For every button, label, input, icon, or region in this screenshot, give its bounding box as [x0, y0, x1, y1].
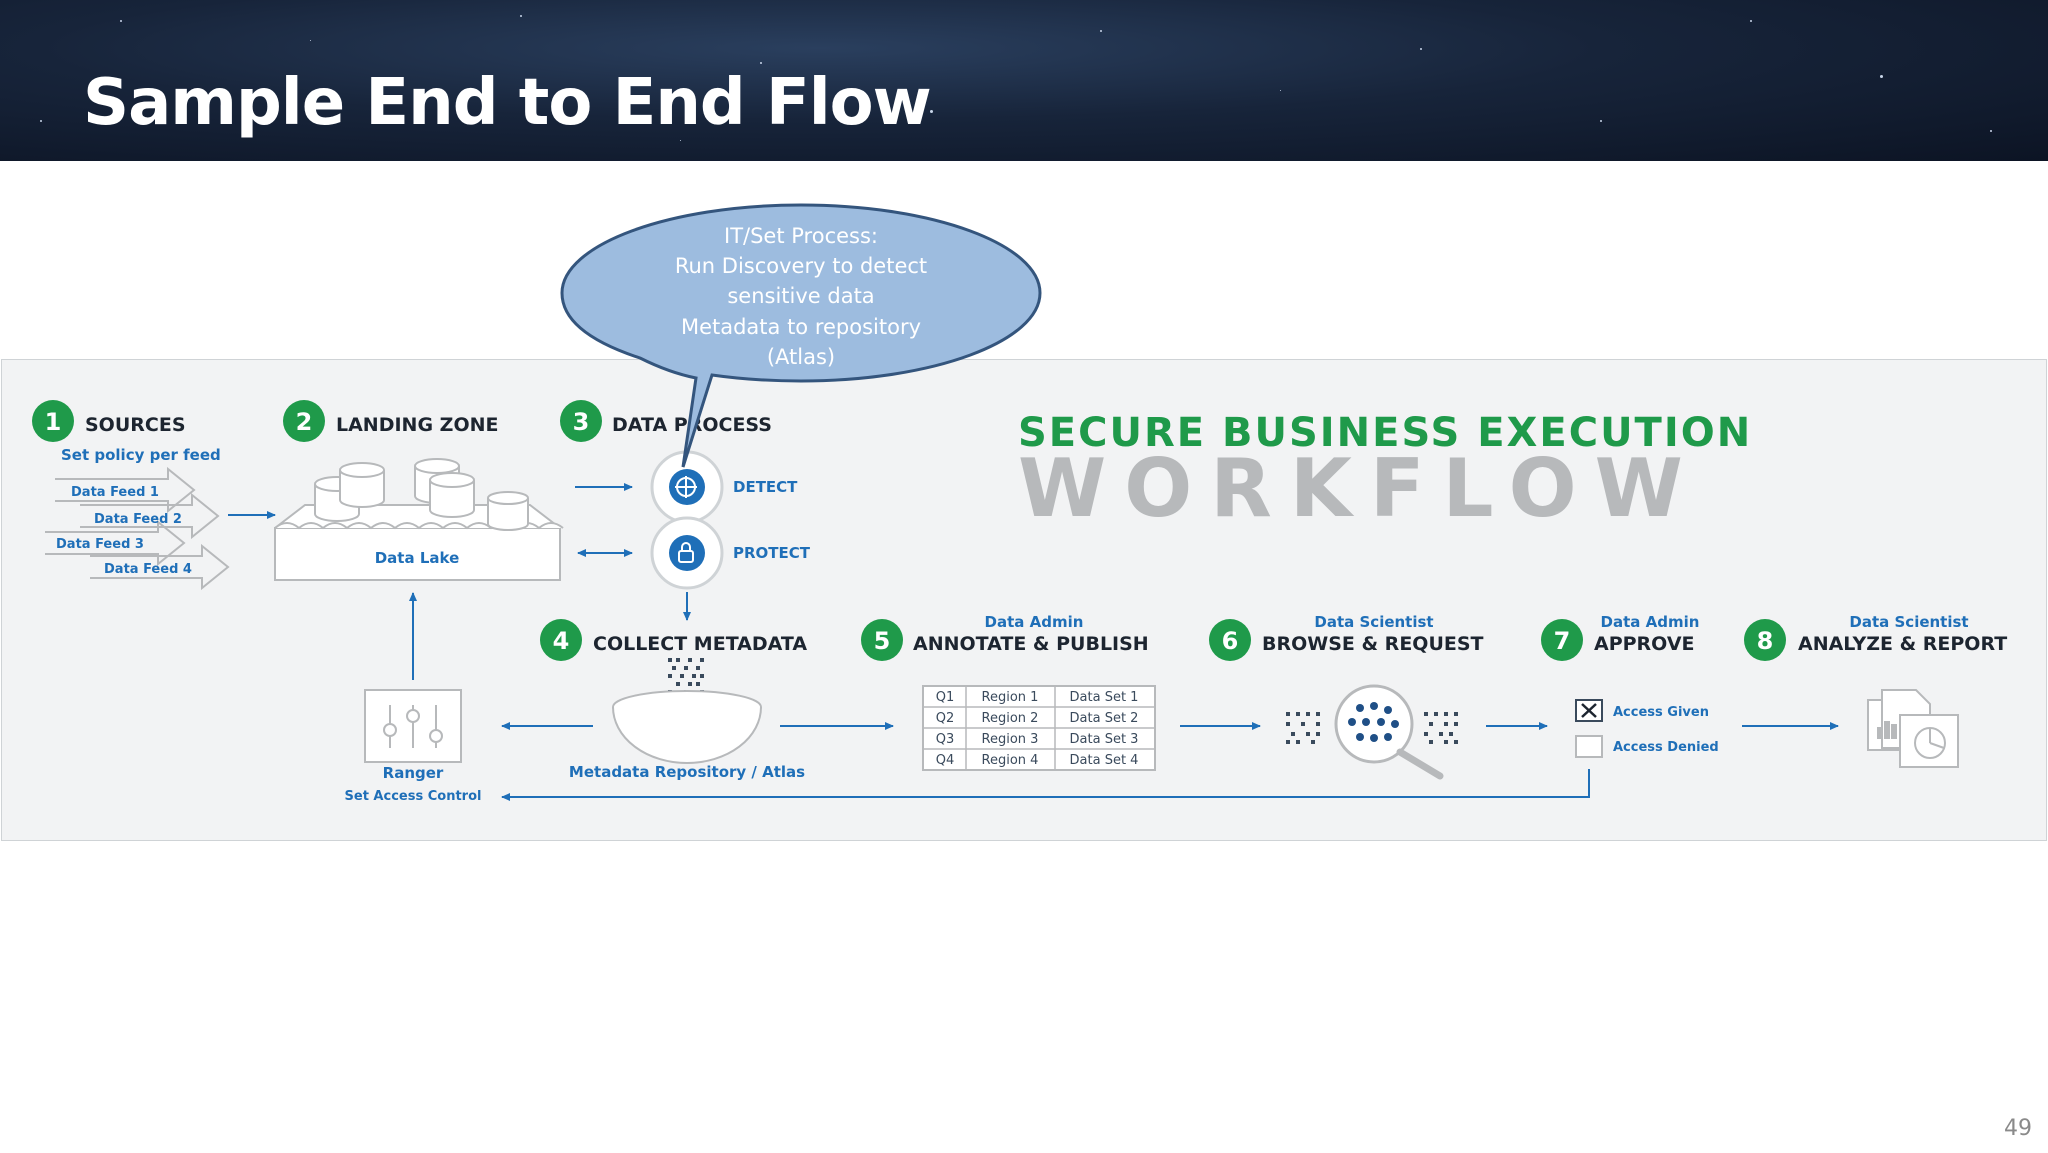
step-4: 4 COLLECT METADATA	[540, 619, 807, 661]
step-2-badge	[283, 400, 325, 442]
step-6-role: Data Scientist	[1314, 613, 1433, 631]
step-3-number: 3	[573, 408, 590, 436]
step-3: 3 DATA PROCESS	[560, 400, 772, 442]
table-cell: Data Set 3	[1070, 732, 1139, 747]
step-1: 1 SOURCES	[32, 400, 186, 442]
table-cell: Region 4	[982, 753, 1039, 768]
access-denied-label: Access Denied	[1613, 740, 1719, 755]
ranger-icon	[364, 689, 462, 763]
feed-label-1: Data Feed 1	[71, 485, 159, 500]
step-5: Data Admin 5 ANNOTATE & PUBLISH	[861, 613, 1149, 661]
table-cell: Q3	[936, 732, 955, 747]
data-lake-icon	[274, 458, 564, 581]
feed-arrow-2	[80, 492, 220, 540]
table-cell: Data Set 2	[1070, 711, 1139, 726]
step-7-role: Data Admin	[1601, 613, 1700, 631]
feed-label-2: Data Feed 2	[94, 512, 182, 527]
ranger-sublabel: Set Access Control	[345, 789, 482, 804]
access-denied-checkbox[interactable]	[1575, 735, 1603, 758]
step-2: 2 LANDING ZONE	[283, 400, 498, 442]
feed-label-4: Data Feed 4	[104, 562, 192, 577]
step-5-role: Data Admin	[985, 613, 1084, 631]
access-given-label: Access Given	[1613, 705, 1709, 720]
step-6-label: BROWSE & REQUEST	[1262, 633, 1484, 655]
callout-line-1: IT/Set Process:	[724, 224, 878, 248]
table-cell: Region 2	[982, 711, 1039, 726]
table-cell: Region 3	[982, 732, 1039, 747]
step-8-badge	[1744, 619, 1786, 661]
feed-arrow-1	[55, 466, 196, 514]
table-cell: Q2	[936, 711, 955, 726]
detect-label: DETECT	[733, 478, 798, 496]
table-cell: Q4	[936, 753, 955, 768]
step-2-number: 2	[296, 408, 313, 436]
step-1-label: SOURCES	[85, 414, 186, 436]
step-4-badge	[540, 619, 582, 661]
workflow-heading-top: SECURE BUSINESS EXECUTION	[1018, 410, 1752, 456]
data-feeds	[45, 466, 230, 591]
protect-icon	[650, 516, 724, 590]
annotate-table: Q1 Region 1 Data Set 1 Q2 Region 2 Data …	[922, 685, 1156, 771]
step-7-number: 7	[1554, 627, 1571, 655]
step-7-label: APPROVE	[1594, 633, 1695, 655]
step-4-number: 4	[553, 627, 570, 655]
metadata-repository-icon	[612, 658, 762, 764]
callout-shape	[560, 203, 1042, 468]
feed-arrow-3	[45, 519, 186, 567]
callout-bubble: IT/Set Process: Run Discovery to detect …	[560, 203, 1042, 468]
protect-label: PROTECT	[733, 544, 811, 562]
report-icon	[1867, 689, 1959, 768]
step-6-badge	[1209, 619, 1251, 661]
slide-title: Sample End to End Flow	[83, 66, 932, 140]
step-3-badge	[560, 400, 602, 442]
table-cell: Region 1	[982, 690, 1039, 705]
step-7-badge	[1541, 619, 1583, 661]
step-6-number: 6	[1222, 627, 1239, 655]
detect-icon	[650, 450, 724, 524]
workflow-heading-bottom: WORKFLOW	[1018, 442, 1701, 535]
step-5-badge	[861, 619, 903, 661]
callout-line-5: (Atlas)	[767, 345, 835, 369]
step-1-number: 1	[45, 408, 62, 436]
access-given-checkbox[interactable]	[1575, 699, 1603, 722]
feed-arrow-4	[90, 543, 230, 591]
page-number: 49	[2004, 1116, 2032, 1141]
step-7: Data Admin 7 APPROVE	[1541, 613, 1699, 661]
step-1-badge	[32, 400, 74, 442]
step-4-label: COLLECT METADATA	[593, 633, 807, 655]
table-cell: Data Set 4	[1070, 753, 1139, 768]
ranger-label: Ranger	[383, 764, 444, 782]
callout-line-4: Metadata to repository	[681, 315, 921, 339]
step-2-label: LANDING ZONE	[336, 414, 498, 436]
table-cell: Q1	[936, 690, 955, 705]
callout-line-3: sensitive data	[727, 284, 874, 308]
title-bar: Sample End to End Flow	[0, 0, 2048, 161]
step-6: Data Scientist 6 BROWSE & REQUEST	[1209, 613, 1484, 661]
step-8: Data Scientist 8 ANALYZE & REPORT	[1744, 613, 2007, 661]
magnifier-icon	[1286, 684, 1458, 780]
metadata-label: Metadata Repository / Atlas	[569, 763, 805, 781]
data-lake-label: Data Lake	[375, 549, 460, 567]
feed-label-3: Data Feed 3	[56, 537, 144, 552]
step-8-role: Data Scientist	[1849, 613, 1968, 631]
step-5-label: ANNOTATE & PUBLISH	[913, 633, 1149, 655]
sources-policy-text: Set policy per feed	[61, 446, 221, 464]
arrow-approve-to-ranger	[501, 769, 1590, 801]
step-5-number: 5	[874, 627, 891, 655]
step-8-label: ANALYZE & REPORT	[1798, 633, 2007, 655]
step-8-number: 8	[1757, 627, 1774, 655]
callout-line-2: Run Discovery to detect	[675, 254, 927, 278]
table-cell: Data Set 1	[1070, 690, 1139, 705]
